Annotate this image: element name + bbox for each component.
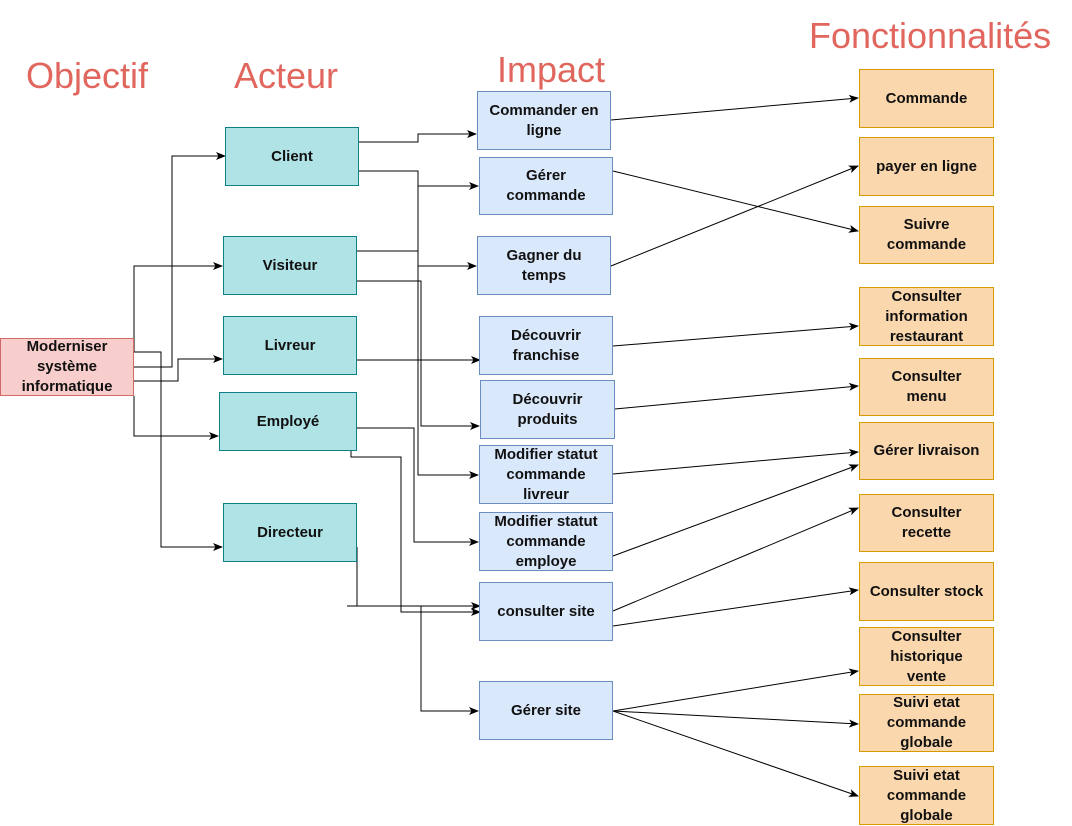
edge-objectif-livreur <box>134 355 223 382</box>
impact-gerer-commande: Gérer commande <box>479 157 613 215</box>
edge-employe-consulter-site <box>350 451 481 616</box>
heading-objectif: Objectif <box>26 55 149 96</box>
impact-modifier-statut-livreur: Modifier statut commande livreur <box>479 445 613 504</box>
edge-commander-commande <box>610 94 859 121</box>
impact-modifier-statut-employe: Modifier statut commande employe <box>479 512 613 571</box>
feature-suivre-commande: Suivre commande <box>859 206 994 264</box>
edge-gerer-commande-suivre <box>612 170 859 233</box>
heading-fonctionnalites: Fonctionnalités <box>809 15 1052 56</box>
actor-client: Client <box>225 127 359 186</box>
impact-gagner-du-temps: Gagner du temps <box>477 236 611 295</box>
impact-gerer-site: Gérer site <box>479 681 613 740</box>
impact-decouvrir-franchise: Découvrir franchise <box>479 316 613 375</box>
edge-objectif-directeur <box>134 351 223 551</box>
edge-gerer-site-suivi-1 <box>612 710 859 728</box>
edge-objectif-visiteur <box>133 262 223 352</box>
edge-visiteur-gagner <box>357 250 477 270</box>
impact-commander-en-ligne: Commander en ligne <box>477 91 611 150</box>
edge-franchise-info <box>612 322 859 347</box>
objective-moderniser: Moderniser système informatique <box>0 338 134 396</box>
feature-gerer-livraison: Gérer livraison <box>859 422 994 480</box>
feature-payer-en-ligne: payer en ligne <box>859 137 994 196</box>
feature-consulter-historique-vente: Consulter historique vente <box>859 627 994 686</box>
edge-objectif-employe <box>133 396 219 440</box>
heading-acteur: Acteur <box>234 55 339 96</box>
feature-consulter-stock: Consulter stock <box>859 562 994 621</box>
edge-client-modifier-livreur <box>359 170 479 479</box>
edge-site-stock <box>612 587 859 627</box>
feature-consulter-menu: Consulter menu <box>859 358 994 416</box>
feature-suivi-etat-commande-globale-2: Suivi etat commande globale <box>859 766 994 825</box>
edge-livreur-livraison <box>612 448 859 475</box>
edge-directeur-consulter-site <box>356 547 481 610</box>
feature-consulter-information-restaurant: Consulter information restaurant <box>859 287 994 346</box>
edge-client-commander <box>359 130 477 143</box>
feature-commande: Commande <box>859 69 994 128</box>
actor-employe: Employé <box>219 392 357 451</box>
edge-site-recette <box>612 507 859 612</box>
edge-gerer-site-historique <box>612 668 859 712</box>
edge-gagner-payer <box>610 165 859 267</box>
impact-decouvrir-produits: Découvrir produits <box>480 380 615 439</box>
actor-directeur: Directeur <box>223 503 357 562</box>
edge-employe-livraison <box>612 464 859 557</box>
impact-consulter-site: consulter site <box>479 582 613 641</box>
edge-employe-modifier-employe <box>357 427 479 546</box>
feature-suivi-etat-commande-globale-1: Suivi etat commande globale <box>859 694 994 752</box>
edge-directeur-gerer-site <box>347 605 479 715</box>
edge-gerer-site-suivi-2 <box>612 710 859 797</box>
edge-visiteur-produits <box>357 280 480 430</box>
actor-visiteur: Visiteur <box>223 236 357 295</box>
actor-livreur: Livreur <box>223 316 357 375</box>
edge-produits-menu <box>614 382 859 410</box>
edge-objectif-client <box>134 152 226 368</box>
feature-consulter-recette: Consulter recette <box>859 494 994 552</box>
heading-impact: Impact <box>497 49 606 90</box>
